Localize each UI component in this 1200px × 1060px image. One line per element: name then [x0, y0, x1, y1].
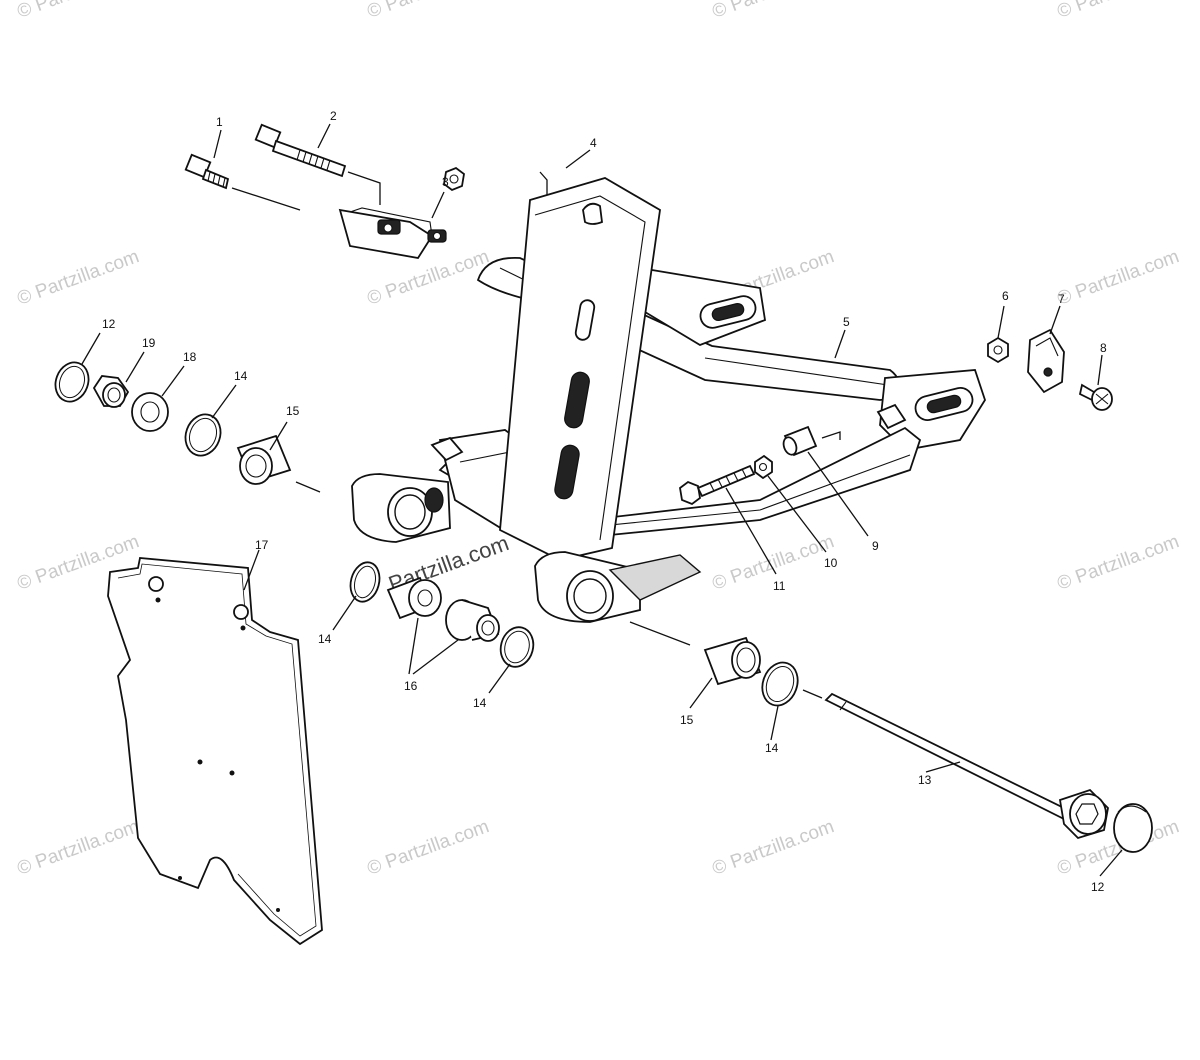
part-6-nut — [987, 336, 1009, 364]
callout-5: 5 — [843, 315, 850, 329]
part-11-bolt — [679, 464, 756, 506]
callout-9: 9 — [872, 539, 879, 553]
callout-7: 7 — [1058, 292, 1065, 306]
callout-3: 3 — [442, 175, 449, 189]
part-12-cap-right — [1113, 803, 1153, 853]
callout-16: 16 — [404, 679, 418, 693]
part-9-spacer — [782, 425, 841, 457]
part-16-bushing-a — [386, 576, 442, 620]
watermark: © Partzilla.com — [15, 0, 142, 23]
part-3-clamp — [338, 207, 447, 259]
watermark: © Partzilla.com — [1055, 246, 1182, 310]
part-1-bolt — [184, 153, 301, 211]
watermark: © Partzilla.com — [1055, 0, 1182, 23]
part-15-bushing-left — [236, 434, 321, 493]
watermark: © Partzilla.com — [1055, 531, 1182, 595]
callout-14-left: 14 — [234, 369, 248, 383]
callout-1: 1 — [216, 115, 223, 129]
callout-13: 13 — [918, 773, 932, 787]
callout-15-left: 15 — [286, 404, 300, 418]
part-14-oring-center — [349, 561, 381, 603]
watermark: © Partzilla.com — [15, 816, 142, 880]
part-19-nut — [92, 375, 130, 408]
part-8-screw — [1078, 383, 1113, 411]
callout-2: 2 — [330, 109, 337, 123]
callout-14-center-right: 14 — [473, 696, 487, 710]
callout-12-left: 12 — [102, 317, 116, 331]
watermark: © Partzilla.com — [365, 816, 492, 880]
part-5-swingarm — [351, 177, 986, 623]
part-7-clip — [1027, 328, 1065, 394]
part-15-bushing-right — [703, 636, 762, 686]
part-14-oring-right — [761, 661, 823, 707]
callout-17: 17 — [255, 538, 269, 552]
callout-18: 18 — [183, 350, 197, 364]
watermark: © Partzilla.com — [15, 246, 142, 310]
callout-14-right: 14 — [765, 741, 779, 755]
callout-12-right: 12 — [1091, 880, 1105, 894]
callout-labels: 1 2 3 4 5 6 7 8 9 10 11 12 12 13 14 14 1… — [102, 109, 1107, 894]
callout-14-center: 14 — [318, 632, 332, 646]
leader-lines — [81, 123, 1123, 877]
callout-8: 8 — [1100, 341, 1107, 355]
watermark: © Partzilla.com — [710, 0, 837, 23]
axis-line — [629, 621, 691, 646]
watermark: © Partzilla.com — [710, 816, 837, 880]
callout-10: 10 — [824, 556, 838, 570]
callout-4: 4 — [590, 136, 597, 150]
part-18-washer — [131, 392, 169, 432]
part-12-cap-left — [54, 361, 90, 403]
callout-19: 19 — [142, 336, 156, 350]
part-10-nut — [754, 454, 773, 480]
part-14-oring-center-right — [499, 626, 535, 668]
watermark: © Partzilla.com — [365, 246, 492, 310]
part-17-plate — [107, 557, 323, 946]
part-16-bushing-b — [445, 599, 500, 642]
callout-6: 6 — [1002, 289, 1009, 303]
part-14-oring-left — [184, 413, 222, 457]
callout-15-right: 15 — [680, 713, 694, 727]
callout-11: 11 — [773, 579, 786, 593]
watermark: © Partzilla.com — [365, 0, 492, 23]
part-2-bolt — [254, 123, 381, 205]
part-13-axle — [824, 692, 1109, 840]
